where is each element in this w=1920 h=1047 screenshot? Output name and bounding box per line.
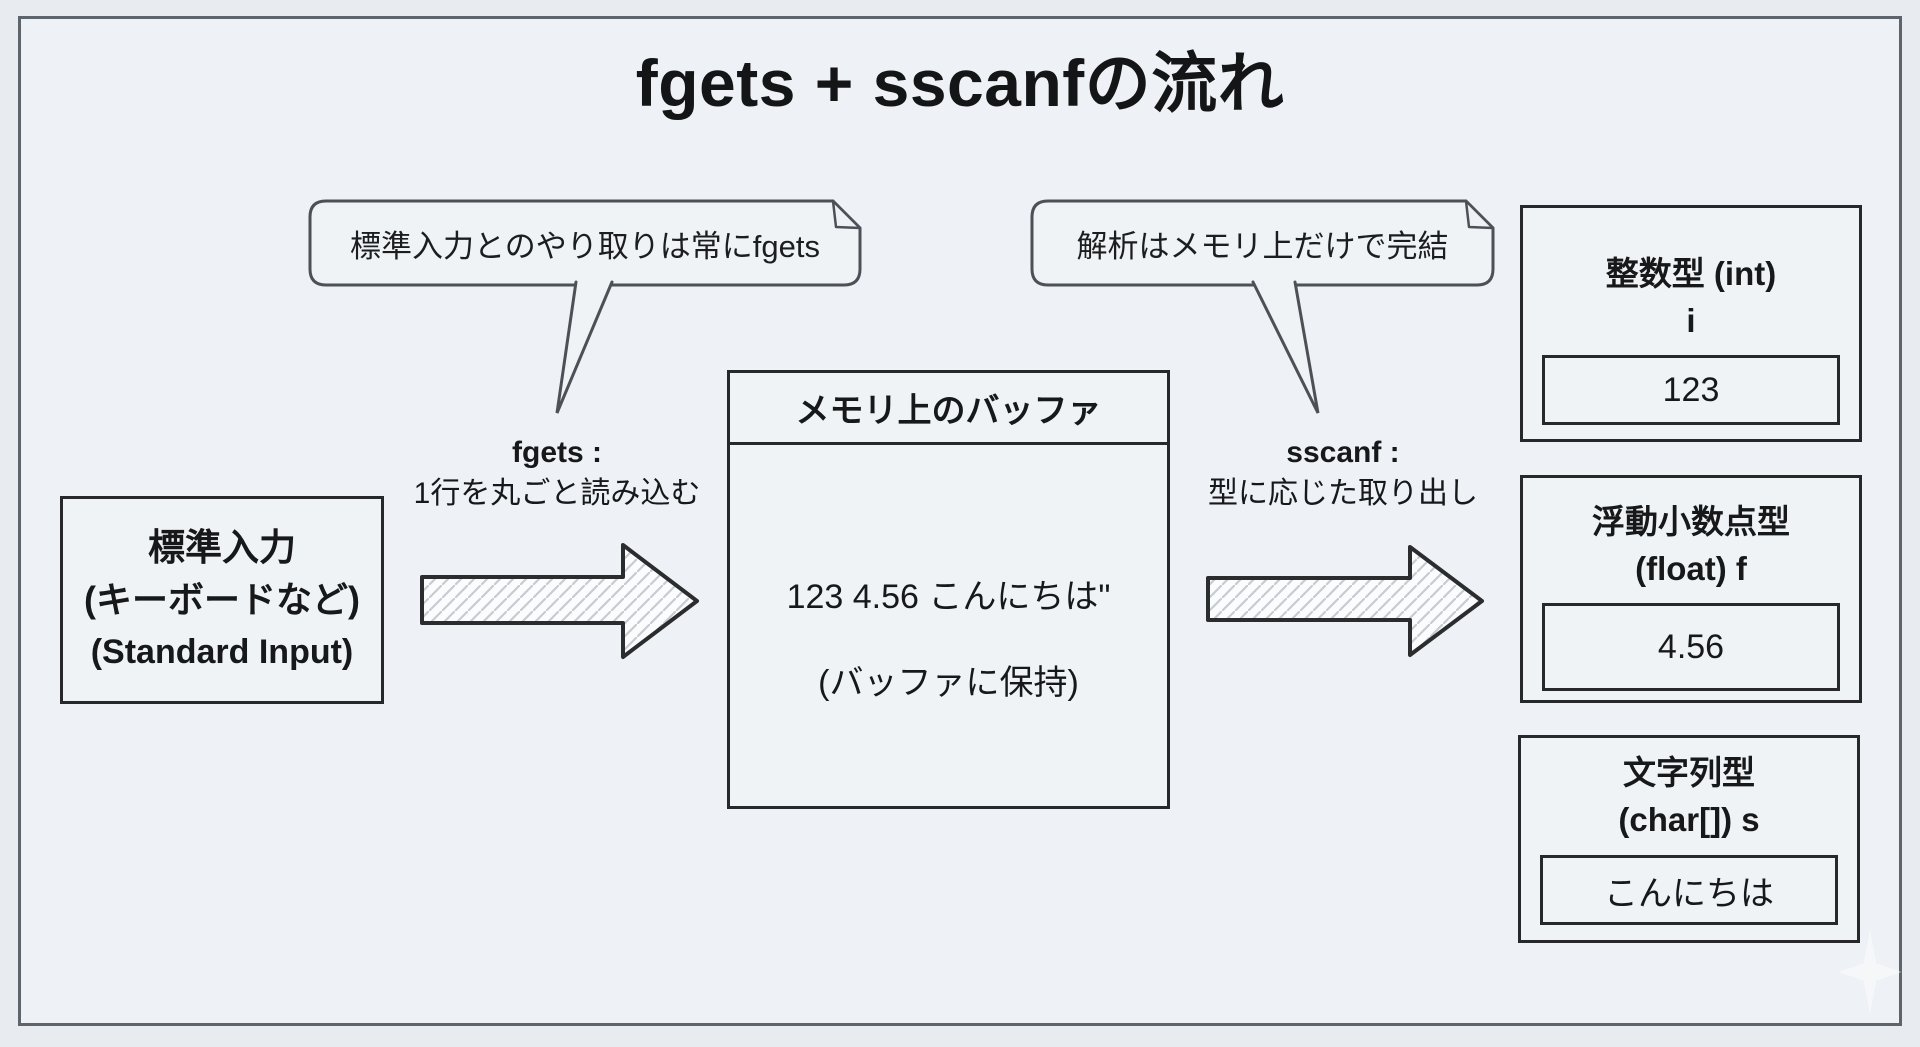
memory-buffer-box: メモリ上のバッファ 123 4.56 こんにちは" (バッファに保持) bbox=[727, 370, 1170, 809]
float-type-label: 浮動小数点型 bbox=[1592, 503, 1790, 540]
int-type-label: 整数型 (int) bbox=[1605, 255, 1777, 292]
standard-input-english: (Standard Input) bbox=[90, 633, 354, 671]
page-title: fgets + sscanfの流れ bbox=[635, 46, 1285, 120]
memory-buffer-header: メモリ上のバッファ bbox=[730, 373, 1167, 445]
result-box-string-header: 文字列型 (char[]) s bbox=[1521, 749, 1857, 843]
buffer-note-text: (バッファに保持) bbox=[818, 664, 1079, 702]
result-box-int-header: 整数型 (int) i bbox=[1523, 250, 1859, 344]
speech-bubble-fgets-text: 標準入力とのやり取りは常にfgets bbox=[350, 228, 820, 264]
result-box-string: 文字列型 (char[]) s こんにちは bbox=[1518, 735, 1860, 943]
standard-input-box: 標準入力 (キーボードなど) (Standard Input) bbox=[60, 496, 384, 704]
result-box-float: 浮動小数点型 (float) f 4.56 bbox=[1520, 475, 1862, 703]
standard-input-subtitle: (キーボードなど) bbox=[84, 579, 360, 620]
string-value-box: こんにちは bbox=[1540, 855, 1838, 925]
result-box-int: 整数型 (int) i 123 bbox=[1520, 205, 1862, 442]
buffer-content-text: 123 4.56 こんにちは" bbox=[786, 578, 1111, 616]
fgets-function-desc: 1行を丸ごと読み込む bbox=[413, 477, 701, 510]
int-value-box: 123 bbox=[1542, 355, 1840, 425]
string-var-name: (char[]) s bbox=[1618, 801, 1760, 838]
fgets-step-label: fgets : 1行を丸ごと読み込む bbox=[332, 432, 782, 514]
sscanf-step-label: sscanf : 型に応じた取り出し bbox=[1118, 432, 1568, 514]
string-type-label: 文字列型 bbox=[1623, 754, 1755, 791]
sscanf-function-name: sscanf : bbox=[1286, 436, 1400, 469]
fgets-function-name: fgets : bbox=[512, 436, 602, 469]
result-box-float-header: 浮動小数点型 (float) f bbox=[1523, 498, 1859, 592]
speech-bubble-sscanf-text: 解析はメモリ上だけで完結 bbox=[1076, 228, 1449, 264]
int-var-name: i bbox=[1686, 302, 1696, 339]
float-value-box: 4.56 bbox=[1542, 603, 1840, 691]
float-var-name: (float) f bbox=[1635, 550, 1747, 587]
sscanf-function-desc: 型に応じた取り出し bbox=[1208, 477, 1478, 510]
standard-input-title: 標準入力 bbox=[148, 527, 296, 568]
